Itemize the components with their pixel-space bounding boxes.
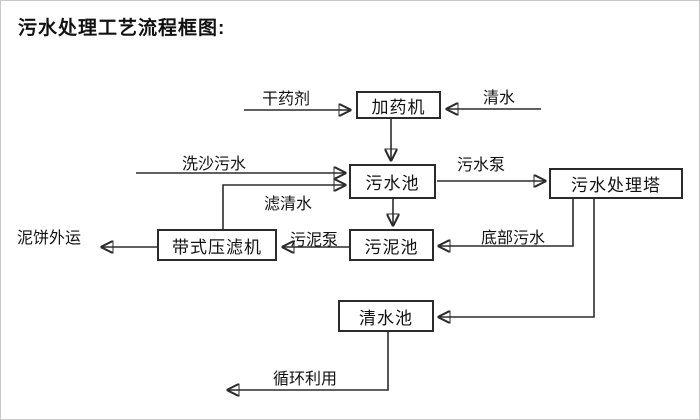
edge-label-sewage-pump: 污水泵	[456, 157, 505, 174]
arrow-recycling-out	[228, 332, 389, 390]
node-sludge-pool: 污泥池	[349, 229, 434, 261]
edge-label-recycling: 循环利用	[272, 371, 337, 388]
arrow-treatment-tower-to-clean-water-pool	[439, 199, 595, 317]
node-treatment-tower: 污水处理塔	[549, 168, 683, 199]
edge-label-mud-cake-transport: 泥饼外运	[16, 230, 81, 247]
edge-label-sand-washing-sewage: 洗沙污水	[181, 156, 246, 173]
node-belt-filter-press: 带式压滤机	[157, 229, 277, 261]
edge-label-clean-water: 清水	[482, 90, 515, 107]
edge-label-filtered-water: 滤清水	[263, 196, 312, 213]
edge-label-sludge-pump: 污泥泵	[289, 232, 338, 249]
node-dosing-machine: 加药机	[356, 91, 441, 119]
diagram-title: 污水处理工艺流程框图:	[18, 18, 226, 39]
edge-label-dry-chemical: 干药剂	[261, 91, 310, 108]
node-clean-water-pool: 清水池	[338, 300, 434, 332]
arrow-filtered-water-to-sewage-pool	[222, 185, 345, 229]
edge-label-bottom-sewage: 底部污水	[480, 230, 545, 247]
node-sewage-pool: 污水池	[349, 164, 436, 199]
arrow-bottom-sewage-to-sludge-pool	[439, 199, 574, 246]
